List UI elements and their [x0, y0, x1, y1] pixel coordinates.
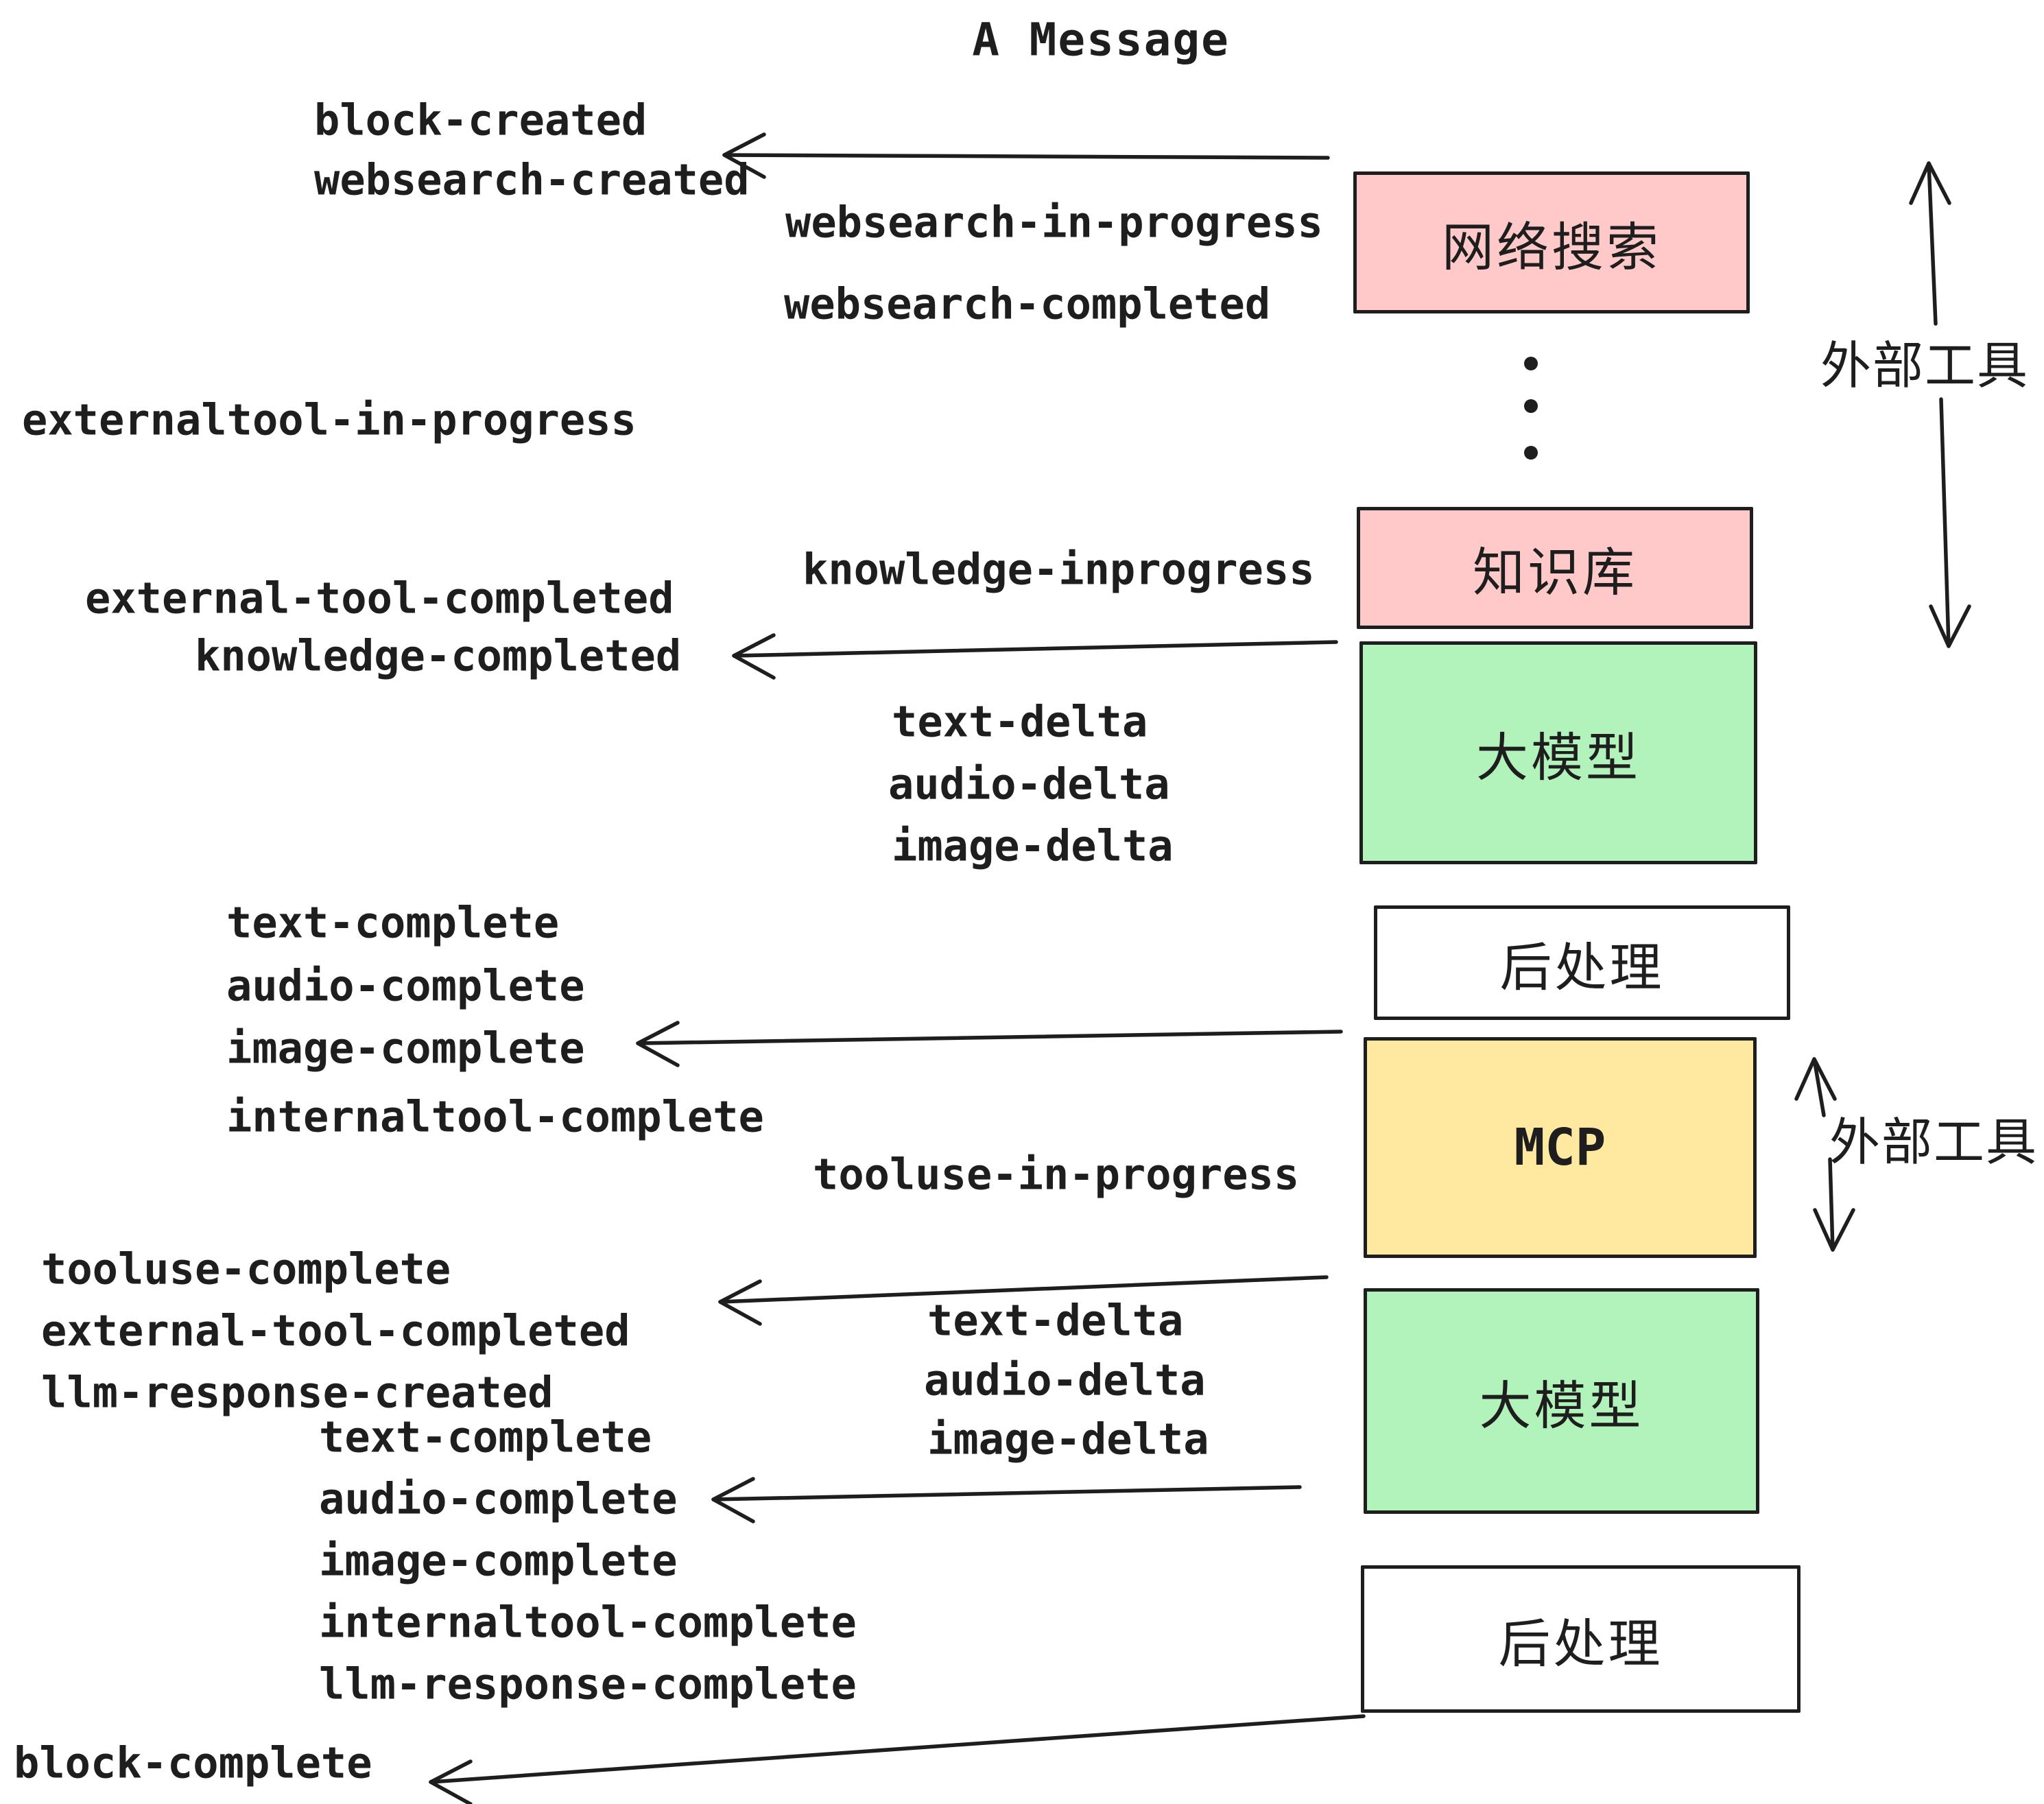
event-label-tooluse-in-progress: tooluse-in-progress [813, 1149, 1300, 1200]
arrowhead-up-icon [1909, 161, 1951, 205]
event-label-tooluse-complete: tooluse-complete [41, 1244, 451, 1294]
event-label-llm-response-complete: llm-response-complete [319, 1659, 857, 1709]
external-tool-label-2: 外部工具 [1829, 1113, 2038, 1171]
ellipsis-dot-icon [1524, 446, 1538, 460]
event-label-audio-complete-1: audio-complete [226, 960, 585, 1011]
event-label-image-complete-2: image-complete [319, 1535, 678, 1586]
event-label-block-created: block-created [314, 95, 647, 145]
box-label-llm-2: 大模型 [1479, 1377, 1644, 1436]
arrowhead-down-icon [1813, 1208, 1855, 1252]
event-label-text-complete-2: text-complete [319, 1412, 652, 1462]
event-label-audio-delta-1: audio-delta [888, 759, 1170, 809]
event-label-externaltool-in-progress: externaltool-in-progress [22, 394, 637, 445]
event-label-external-tool-completed-1: external-tool-completed [85, 573, 674, 624]
event-label-external-tool-completed-2: external-tool-completed [41, 1305, 630, 1356]
ellipsis-dot-icon [1524, 357, 1538, 370]
event-label-text-complete-1: text-complete [226, 897, 560, 948]
event-label-text-delta-1: text-delta [892, 696, 1148, 747]
external-tool-range-arrow-1 [1909, 161, 1971, 648]
event-label-websearch-completed: websearch-completed [784, 278, 1271, 329]
event-label-image-delta-2: image-delta [927, 1414, 1209, 1464]
event-label-block-complete: block-complete [14, 1737, 372, 1788]
vertical-ellipsis-dots [1524, 357, 1538, 460]
flow-arrow-to-image-complete [636, 1021, 1343, 1067]
arrowhead-left-icon [722, 132, 766, 179]
flow-arrow-to-tooluse-complete [718, 1275, 1329, 1326]
box-websearch: 网络搜索 [1353, 171, 1750, 313]
box-mcp: MCP [1364, 1037, 1757, 1258]
arrowhead-left-icon [718, 1279, 762, 1326]
box-label-postprocess-1: 后处理 [1499, 938, 1665, 997]
event-label-audio-delta-2: audio-delta [924, 1355, 1206, 1405]
box-label-knowledge: 知识库 [1473, 544, 1637, 602]
box-postprocess-2: 后处理 [1361, 1565, 1801, 1713]
event-label-text-delta-2: text-delta [927, 1295, 1184, 1346]
event-label-image-complete-1: image-complete [226, 1023, 585, 1073]
box-postprocess-1: 后处理 [1374, 905, 1790, 1020]
ellipsis-dot-icon [1524, 399, 1538, 413]
box-knowledge: 知识库 [1357, 507, 1753, 629]
event-label-image-delta-1: image-delta [892, 820, 1174, 871]
arrowhead-left-icon [732, 633, 776, 680]
diagram-title: A Message [972, 13, 1230, 67]
box-label-mcp: MCP [1514, 1118, 1606, 1177]
event-label-websearch-in-progress: websearch-in-progress [785, 197, 1323, 248]
event-label-audio-complete-2: audio-complete [319, 1473, 678, 1524]
arrowhead-left-icon [636, 1021, 680, 1067]
arrowhead-up-icon [1794, 1057, 1837, 1101]
flow-arrow-to-audio-complete [711, 1477, 1302, 1523]
event-label-websearch-created: websearch-created [314, 154, 750, 205]
event-label-internaltool-complete-1: internaltool-complete [226, 1091, 764, 1142]
arrowhead-left-icon [711, 1477, 755, 1523]
box-label-postprocess-2: 后处理 [1498, 1615, 1663, 1674]
box-llm-1: 大模型 [1359, 641, 1757, 864]
box-label-llm-1: 大模型 [1476, 728, 1641, 787]
box-label-websearch: 网络搜索 [1442, 218, 1661, 277]
flow-arrow-to-block-complete [429, 1714, 1366, 1804]
external-tool-label-1: 外部工具 [1820, 337, 2029, 394]
external-tool-range-arrow-2 [1794, 1057, 1855, 1252]
event-label-internaltool-complete-2: internaltool-complete [319, 1597, 857, 1648]
event-label-knowledge-inprogress: knowledge-inprogress [803, 544, 1315, 595]
event-label-llm-response-created: llm-response-created [41, 1367, 554, 1418]
event-label-knowledge-completed: knowledge-completed [195, 630, 682, 681]
flow-arrow-to-knowledge-completed [732, 633, 1338, 680]
flow-arrow-to-block-created [722, 132, 1330, 179]
arrowhead-left-icon [429, 1759, 473, 1804]
box-llm-2: 大模型 [1364, 1288, 1759, 1514]
arrowhead-down-icon [1929, 604, 1971, 648]
